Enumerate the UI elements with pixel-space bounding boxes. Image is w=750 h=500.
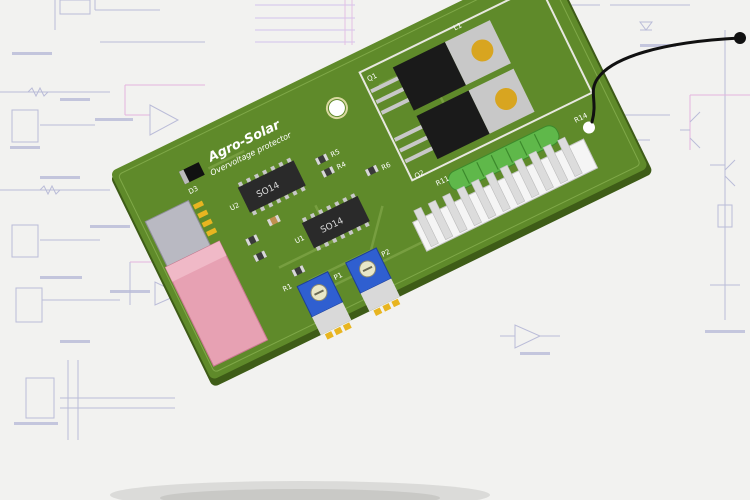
trimmer-p1[interactable] xyxy=(296,270,352,336)
ref-l1: L1 xyxy=(452,21,463,32)
ref-r4: R4 xyxy=(335,160,347,172)
ground-shadow xyxy=(110,481,490,500)
ref-q1: Q1 xyxy=(366,72,378,84)
trimmer-p2[interactable] xyxy=(345,247,400,312)
antenna-tip xyxy=(734,32,746,44)
mounting-hole xyxy=(328,100,345,117)
ref-r1: R1 xyxy=(282,282,294,293)
mounting-hole xyxy=(582,121,595,134)
ref-q2: Q2 xyxy=(413,169,425,181)
antenna-wire xyxy=(590,36,742,124)
trimmer-pins xyxy=(324,298,401,340)
ref-u2: U2 xyxy=(229,201,241,212)
header-pins xyxy=(192,200,218,237)
ref-d3: D3 xyxy=(187,185,199,197)
heatsink-outline xyxy=(358,0,594,182)
ref-r6: R6 xyxy=(380,161,392,173)
smd-components xyxy=(245,153,379,277)
transistor-q2 xyxy=(393,68,535,164)
ref-p1: P1 xyxy=(333,271,344,282)
pin-header xyxy=(412,136,599,252)
ref-r5: R5 xyxy=(329,148,341,159)
ref-p2: P2 xyxy=(380,248,391,259)
ic-u2 xyxy=(237,160,306,213)
pcb-surface xyxy=(112,0,647,379)
pcb-board: Agro-Solar Overvoltage protector D3 SO14… xyxy=(111,0,652,386)
transistor-q1 xyxy=(370,20,511,115)
schematic-background xyxy=(0,0,750,440)
ref-u1: U1 xyxy=(294,234,306,245)
ic-u1 xyxy=(301,195,370,249)
